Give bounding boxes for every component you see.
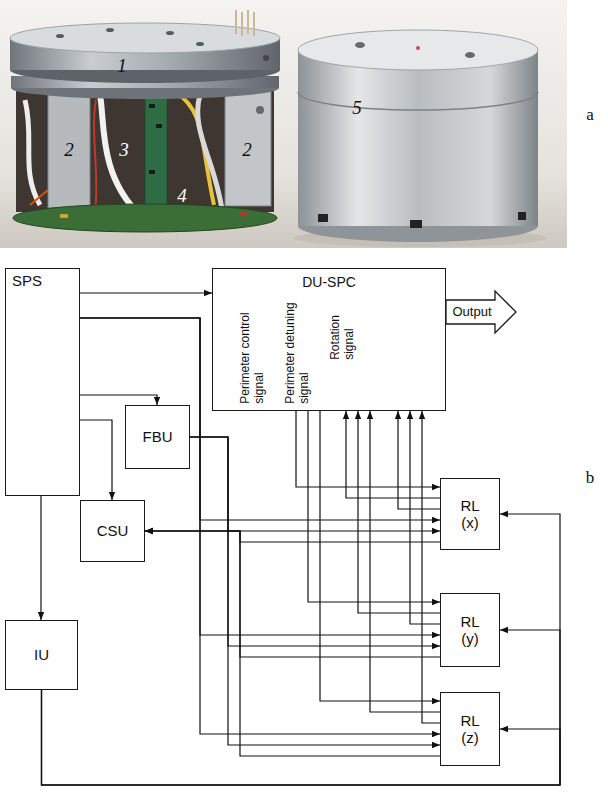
support-post [48, 84, 90, 208]
top-plate [10, 23, 280, 53]
block-label: DU-SPC [213, 274, 445, 290]
callout-number: 3 [119, 140, 129, 161]
signal-label: Rotation signal [329, 296, 357, 360]
block-label: SPS [12, 272, 73, 289]
plate-hole [196, 42, 204, 46]
wire [30, 190, 48, 205]
connector [240, 212, 248, 216]
lid-hole [465, 52, 475, 58]
can-slot [410, 220, 422, 228]
signal-connector [80, 420, 112, 500]
signal-connector [346, 411, 440, 498]
can-groove [298, 92, 538, 110]
chip [156, 124, 162, 128]
signal-connector [145, 531, 440, 756]
wire [100, 95, 140, 215]
lid-dot [416, 46, 420, 50]
can-slot [318, 214, 328, 222]
output-label: Output [452, 305, 491, 319]
block-box: CSU [80, 500, 145, 562]
signal-connector [80, 395, 157, 405]
wire [94, 100, 96, 210]
chip [149, 170, 155, 174]
output-arrow [446, 291, 516, 333]
callout-number: 1 [117, 56, 127, 77]
block-box: RL (x) [440, 478, 500, 550]
screw [263, 55, 269, 61]
signal-connector [40, 496, 41, 620]
block-label: RL (y) [455, 613, 485, 648]
block-box: RL (z) [440, 692, 500, 766]
block-box: SPS [5, 268, 80, 496]
block-label: RL (z) [455, 712, 485, 747]
panel-letter: a [586, 106, 594, 125]
signal-connector [422, 411, 440, 723]
support-post [225, 84, 271, 206]
callout-number: 2 [242, 140, 252, 161]
signal-connector [370, 411, 440, 712]
callout-number: 2 [64, 140, 74, 161]
can-slot [518, 212, 526, 220]
connector-pin [235, 10, 237, 34]
signal-label: Perimeter detuning signal [284, 296, 312, 404]
lid-hole [355, 42, 365, 48]
signal-connector [410, 411, 440, 624]
block-label: FBU [143, 428, 173, 445]
signal-connector [308, 411, 440, 602]
block-box: FBU [125, 405, 190, 469]
cover-can [298, 50, 538, 226]
panel-letter: b [586, 469, 595, 488]
block-label: CSU [97, 522, 129, 539]
signal-connector [398, 411, 440, 509]
wire [25, 100, 40, 205]
callout-number: 4 [177, 186, 187, 207]
block-box: DU-SPC Perimeter control signal Perimeter … [212, 268, 446, 411]
connector-pin [247, 10, 249, 34]
block-label: RL (x) [455, 497, 485, 532]
plate-hole [56, 34, 64, 38]
photo-ground [0, 0, 567, 248]
circuit-board [145, 92, 167, 208]
signal-label: Perimeter control signal [239, 296, 267, 404]
chip [149, 104, 155, 108]
signal-connector [42, 690, 561, 785]
signal-connector [145, 531, 440, 542]
block-box: IU [5, 620, 78, 690]
connector-pin [241, 12, 243, 36]
wire [198, 95, 222, 210]
base-board [13, 204, 277, 232]
block-label: IU [34, 646, 49, 663]
device-interior [16, 80, 274, 212]
block-box: RL (y) [440, 593, 500, 667]
post-hole [256, 106, 264, 114]
signal-connector [80, 292, 212, 293]
callout-number: 5 [352, 98, 362, 119]
connector [60, 214, 68, 218]
plate-hole [166, 31, 174, 35]
signal-connector [296, 411, 440, 487]
signal-connector [145, 531, 440, 657]
signal-connector [190, 437, 440, 745]
can-lid [298, 30, 538, 70]
connector-pin [253, 12, 255, 36]
plate-hole [106, 28, 114, 32]
